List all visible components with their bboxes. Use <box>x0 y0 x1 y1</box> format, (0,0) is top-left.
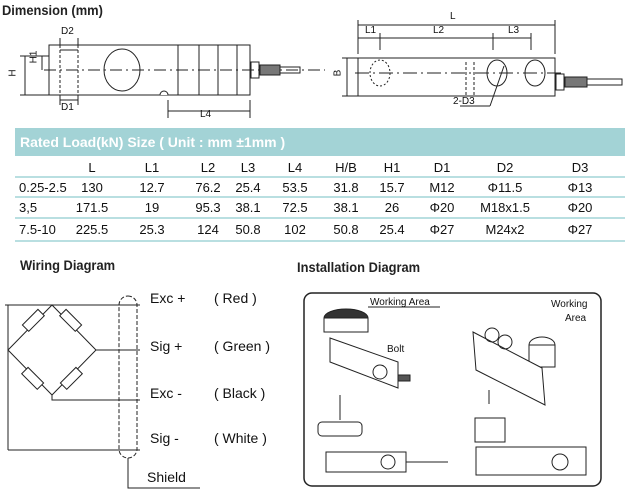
column-header: L <box>88 160 96 175</box>
working-area-label: Working Area <box>370 297 430 308</box>
table-cell: 15.7 <box>379 180 405 195</box>
dimension-title: Dimension (mm) <box>2 2 103 18</box>
column-header: H/B <box>335 160 357 175</box>
row-load: 3,5 <box>19 200 38 215</box>
row-divider <box>15 217 625 219</box>
label-2-d3: 2-D3 <box>453 96 475 107</box>
table-cell: 72.5 <box>282 200 308 215</box>
table-cell: 31.8 <box>333 180 359 195</box>
column-header: D1 <box>433 160 451 175</box>
table-cell: 38.1 <box>333 200 359 215</box>
table-cell: 19 <box>144 200 160 215</box>
table-cell: M12 <box>429 180 455 195</box>
installation-drawing <box>303 292 602 487</box>
label-h1: H1 <box>28 50 40 64</box>
installation-title: Installation Diagram <box>297 259 421 275</box>
row-load: 7.5-10 <box>19 222 56 237</box>
table-cell: M24x2 <box>485 222 525 237</box>
table-cell: Φ27 <box>567 222 593 237</box>
table-cell: 25.4 <box>379 222 405 237</box>
wire-color: ( Black ) <box>214 385 266 401</box>
label-d1: D1 <box>61 102 74 113</box>
column-header: H1 <box>383 160 401 175</box>
row-load: 0.25-2.5 <box>19 180 67 195</box>
table-cell: 130 <box>81 180 103 195</box>
wire-color: ( White ) <box>214 430 267 446</box>
label-l4: L4 <box>200 109 212 120</box>
table-cell: Φ20 <box>567 200 593 215</box>
column-header: D3 <box>571 160 589 175</box>
table-cell: 225.5 <box>75 222 109 237</box>
table-cell: 12.7 <box>139 180 165 195</box>
label-l: L <box>450 11 456 22</box>
column-header: D2 <box>496 160 514 175</box>
table-title-band: Rated Load(kN) Size ( Unit : mm ±1mm ) <box>15 128 625 156</box>
table-cell: 171.5 <box>75 200 109 215</box>
side-view-drawing <box>20 38 325 118</box>
label-h: H <box>7 69 19 77</box>
column-header: L3 <box>240 160 256 175</box>
label-l1: L1 <box>365 25 377 36</box>
table-cell: 102 <box>284 222 306 237</box>
top-view-drawing <box>342 20 623 107</box>
wire-name: Exc + <box>150 290 186 306</box>
table-cell: Φ20 <box>429 200 455 215</box>
row-divider <box>15 196 625 198</box>
table-cell: 50.8 <box>333 222 359 237</box>
table-cell: 76.2 <box>195 180 221 195</box>
column-header: L4 <box>287 160 303 175</box>
table-cell: Φ13 <box>567 180 593 195</box>
table-cell: 25.4 <box>235 180 261 195</box>
wire-name: Sig + <box>150 338 183 354</box>
table-cell: 53.5 <box>282 180 308 195</box>
row-divider <box>15 176 625 178</box>
table-cell: M18x1.5 <box>480 200 530 215</box>
wire-name: Sig - <box>150 430 179 446</box>
label-l2: L2 <box>433 25 445 36</box>
column-header: L2 <box>200 160 216 175</box>
table-cell: 38.1 <box>235 200 261 215</box>
wire-color: ( Green ) <box>214 338 271 354</box>
bolt-label: Bolt <box>387 344 405 355</box>
table-cell: Φ27 <box>429 222 455 237</box>
table-cell: Φ11.5 <box>487 180 523 195</box>
label-b: B <box>332 69 344 77</box>
table-cell: 50.8 <box>235 222 261 237</box>
table-cell: 95.3 <box>195 200 221 215</box>
table-title: Rated Load(kN) Size ( Unit : mm ±1mm ) <box>20 134 286 150</box>
area-label: Area <box>565 313 587 324</box>
wiring-bridge-drawing <box>5 295 200 489</box>
label-d2: D2 <box>61 26 74 37</box>
table-cell: 25.3 <box>139 222 165 237</box>
shield-label: Shield <box>147 469 186 485</box>
table-cell: 26 <box>384 200 400 215</box>
working-label: Working <box>551 299 588 310</box>
label-l3: L3 <box>508 25 520 36</box>
column-header: L1 <box>144 160 160 175</box>
wiring-title: Wiring Diagram <box>20 257 116 273</box>
wire-name: Exc - <box>150 385 182 401</box>
row-divider <box>15 240 625 242</box>
table-cell: 124 <box>197 222 219 237</box>
wire-color: ( Red ) <box>214 290 257 306</box>
